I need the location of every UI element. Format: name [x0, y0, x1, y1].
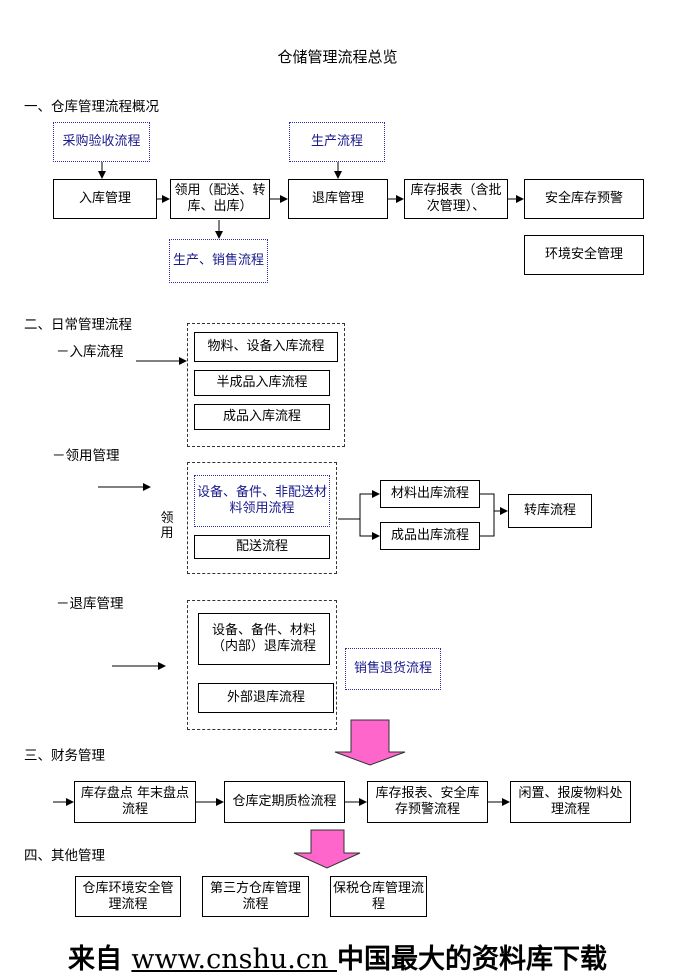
footer-link[interactable]: www.cnshu.cn: [131, 944, 337, 975]
finished-inbound-box: 成品入库流程: [194, 404, 330, 430]
return-flow-label: －退库管理: [56, 596, 124, 612]
semi-finished-inbound-box: 半成品入库流程: [194, 370, 330, 396]
inventory-report-box: 库存报表（含批次管理）、: [404, 179, 508, 219]
transfer-flow-box: 转库流程: [508, 494, 592, 528]
footer-banner: 来自 www.cnshu.cn 中国最大的资料库下载: [0, 937, 675, 976]
quality-check-box: 仓库定期质检流程: [224, 781, 345, 823]
issue-vertical-label: 领用: [160, 511, 174, 541]
production-box: 生产流程: [289, 122, 385, 162]
return-group: [187, 600, 337, 730]
bonded-warehouse-box: 保税仓库管理流程: [330, 876, 427, 917]
material-equipment-inbound-box: 物料、设备入库流程: [194, 332, 338, 362]
footer-prefix: 来自: [68, 944, 132, 975]
section-3-heading: 三、财务管理: [24, 748, 105, 764]
idle-scrap-box: 闲置、报废物料处理流程: [510, 781, 631, 823]
warehouse-environment-box: 仓库环境安全管理流程: [75, 876, 181, 917]
page-title: 仓储管理流程总览: [277, 48, 398, 66]
branch-to-product-out: [359, 519, 380, 540]
return-management-box: 退库管理: [288, 179, 388, 219]
report-alert-flow-box: 库存报表、安全库存预警流程: [367, 781, 488, 823]
purchase-inspection-box: 采购验收流程: [53, 122, 150, 162]
sales-return-box: 销售退货流程: [345, 648, 441, 690]
inbound-management-box: 入库管理: [53, 179, 157, 219]
internal-return-box: 设备、备件、材料（内部）退库流程: [198, 613, 330, 665]
product-outbound-box: 成品出库流程: [380, 522, 480, 550]
distribution-flow-box: 配送流程: [194, 535, 330, 559]
safety-stock-alert-box: 安全库存预警: [524, 179, 644, 219]
branch-to-outbound: [338, 490, 380, 520]
material-outbound-box: 材料出库流程: [380, 480, 480, 508]
third-party-warehouse-box: 第三方仓库管理流程: [202, 876, 309, 917]
production-sales-box: 生产、销售流程: [169, 239, 268, 283]
external-return-box: 外部退库流程: [198, 683, 334, 713]
issue-management-box: 领用（配送、转库、出库）: [170, 179, 270, 219]
pink-arrow-other: [293, 829, 361, 869]
stocktake-box: 库存盘点 年末盘点流程: [74, 781, 196, 823]
environment-safety-box: 环境安全管理: [524, 235, 644, 275]
issue-flow-label: －领用管理: [52, 448, 120, 464]
footer-suffix: 中国最大的资料库下载: [336, 944, 607, 975]
pink-arrow-finance: [334, 719, 406, 766]
section-2-heading: 二、日常管理流程: [24, 317, 132, 333]
section-1-heading: 一、仓库管理流程概况: [24, 99, 159, 115]
issue-group: [187, 462, 337, 574]
inbound-flow-label: －入库流程: [56, 344, 124, 360]
equipment-spares-issue-box: 设备、备件、非配送材料领用流程: [194, 475, 330, 527]
merge-to-transfer: [480, 493, 495, 537]
inbound-group: [187, 323, 345, 447]
section-4-heading: 四、其他管理: [24, 848, 105, 864]
